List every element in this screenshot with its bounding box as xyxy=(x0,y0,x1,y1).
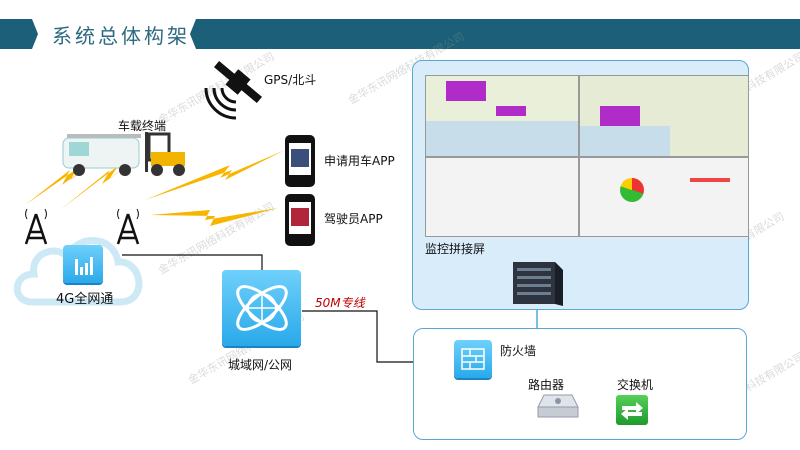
header-bar-left xyxy=(0,19,38,49)
firewall-label: 防火墙 xyxy=(500,344,537,358)
4g-signal-icon xyxy=(63,245,103,283)
table-screen xyxy=(425,157,579,237)
driver-app-label: 驾驶员APP xyxy=(324,212,383,226)
switch-icon xyxy=(616,395,648,425)
header-bar-right xyxy=(190,19,800,49)
phone-icon xyxy=(285,135,315,187)
forklift-icon xyxy=(145,132,185,176)
router-icon xyxy=(537,394,579,418)
monitor-wall-label: 监控拼接屏 xyxy=(425,242,486,256)
dedicated-line-label: 50M专线 xyxy=(315,296,365,310)
apply-app-label: 申请用车APP xyxy=(324,154,395,168)
gps-label: GPS/北斗 xyxy=(264,73,317,87)
page-title: 系统总体构架 xyxy=(52,24,190,48)
map-screen xyxy=(579,75,749,157)
server-icon xyxy=(513,262,563,306)
switch-label: 交换机 xyxy=(617,378,654,392)
tower-icon xyxy=(116,208,140,245)
city-network-label: 城域网/公网 xyxy=(228,358,293,372)
lightning-icon xyxy=(25,150,285,226)
electric-car-icon xyxy=(62,134,141,176)
firewall-icon xyxy=(454,340,492,378)
phone-icon xyxy=(285,194,315,246)
vehicle-terminal-label: 车载终端 xyxy=(118,119,167,133)
dashboard-screen xyxy=(579,157,749,237)
satellite-icon xyxy=(204,60,263,120)
tower-icon xyxy=(24,208,48,245)
router-label: 路由器 xyxy=(528,378,565,392)
map-screen xyxy=(425,75,579,157)
4g-network-label: 4G全网通 xyxy=(56,292,114,307)
globe-network-icon xyxy=(222,270,301,346)
